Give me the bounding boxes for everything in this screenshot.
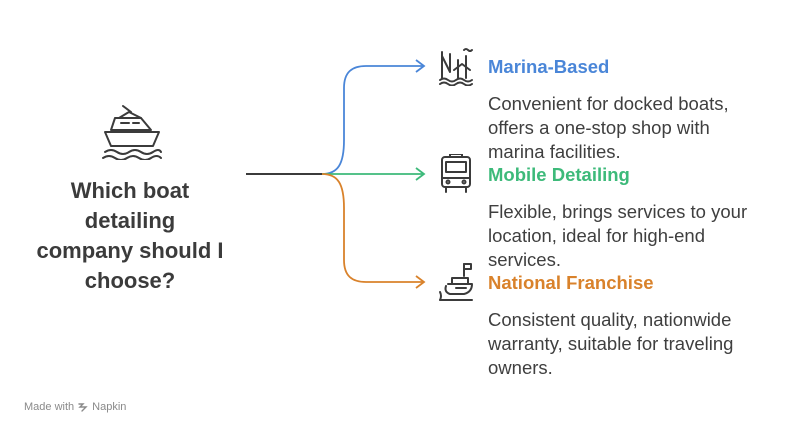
branch-marina [321, 65, 424, 175]
option-title-franchise: National Franchise [488, 272, 654, 293]
option-description-franchise: Consistent quality, nationwide warranty,… [488, 308, 788, 380]
option-description-marina: Convenient for docked boats, offers a on… [488, 92, 788, 164]
marina-icon [438, 46, 474, 86]
question-line: Which boat [70, 178, 190, 203]
made-with-napkin-footer: Made with Napkin [24, 401, 126, 413]
napkin-logo-icon [78, 403, 88, 412]
van-icon [438, 154, 474, 194]
arrow-franchise [415, 275, 426, 289]
description-line: offers a one-stop shop with [488, 117, 710, 138]
description-line: services. [488, 249, 561, 270]
arrow-mobile [415, 167, 426, 181]
question-line: detailing [84, 208, 176, 233]
description-line: Consistent quality, nationwide [488, 309, 732, 330]
central-question: Which boat detailing company should I ch… [20, 176, 240, 296]
description-line: Convenient for docked boats, [488, 93, 729, 114]
made-with-label: Made with [24, 401, 75, 413]
question-line: choose? [84, 268, 176, 293]
napkin-brand-label: Napkin [92, 401, 127, 413]
question-line: company should I [36, 238, 224, 263]
option-title-mobile: Mobile Detailing [488, 164, 630, 185]
option-description-mobile: Flexible, brings services to your locati… [488, 200, 788, 272]
flagged-boat-icon [438, 262, 474, 302]
description-line: warranty, suitable for traveling [488, 333, 734, 354]
description-line: marina facilities. [488, 141, 621, 162]
arrow-marina [415, 59, 426, 73]
option-title-marina: Marina-Based [488, 56, 610, 77]
yacht-icon [101, 104, 163, 160]
description-line: owners. [488, 357, 553, 378]
branch-franchise [321, 173, 424, 283]
description-line: location, ideal for high-end [488, 225, 706, 246]
description-line: Flexible, brings services to your [488, 201, 748, 222]
